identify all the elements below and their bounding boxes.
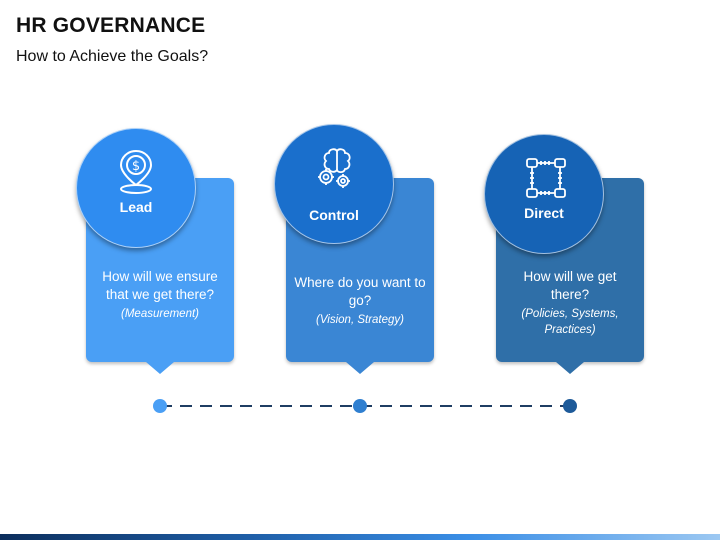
step-label: Direct [524,205,564,221]
page-title: HR GOVERNANCE [16,14,206,37]
step-question: Where do you want to go? [294,275,426,308]
step-note: (Vision, Strategy) [316,314,404,326]
timeline-dot-direct [563,399,577,413]
step-note: (Policies, Systems, Practices) [521,308,619,336]
step-circle-direct: Direct [484,134,604,254]
step-label: Control [309,207,359,223]
step-question: How will we get there? [523,269,617,302]
dollar-location-icon: $ [119,149,153,194]
hands-chain-icon [526,158,566,198]
brain-gears-icon [318,148,351,188]
step-circle-control: Control [274,124,394,244]
footer-bar [0,534,720,540]
step-note: (Measurement) [121,308,199,320]
step-label: Lead [119,199,153,215]
svg-text:$: $ [132,159,140,174]
step-circle-lead: $ Lead [76,128,196,248]
timeline-dot-lead [153,399,167,413]
page-subtitle: How to Achieve the Goals? [16,48,209,65]
timeline-dot-control [353,399,367,413]
step-question: How will we ensure that we get there? [102,269,218,302]
